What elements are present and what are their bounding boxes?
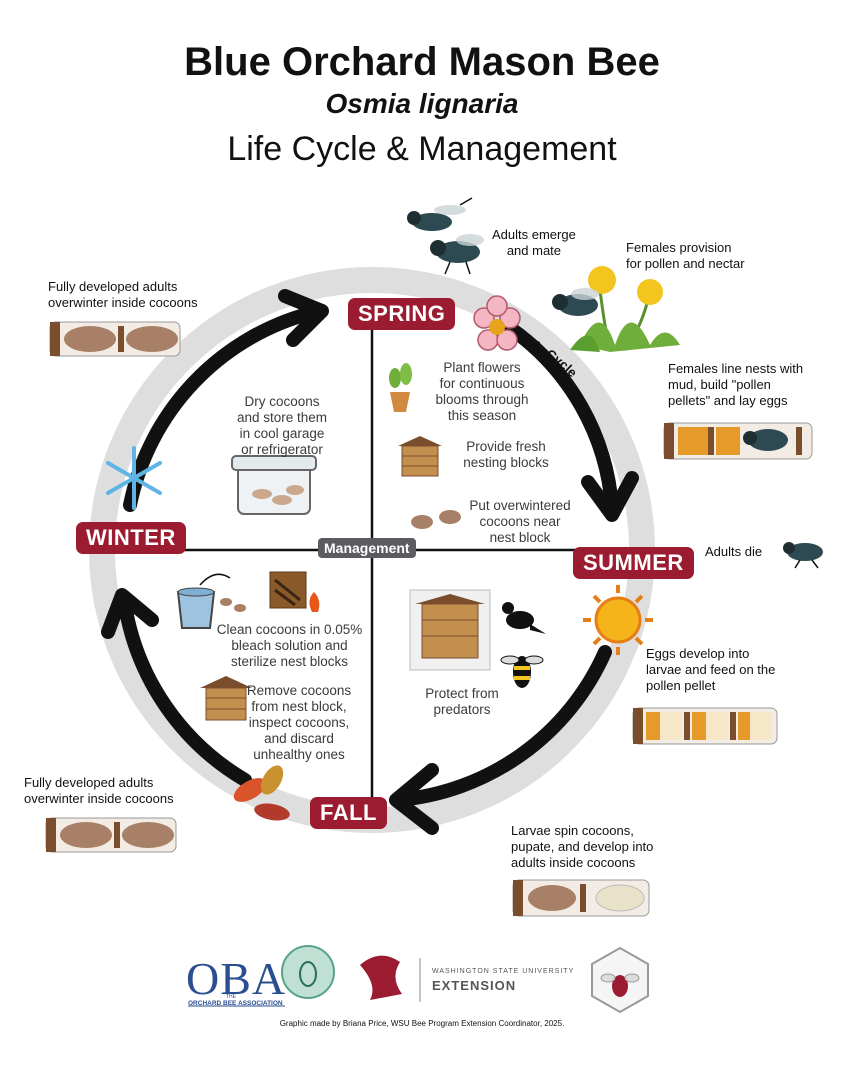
wsu-bee-program-logo-icon: [591, 946, 649, 1014]
scientific-name: Osmia lignaria: [325, 88, 519, 119]
arrow-fall-to-winter: [118, 598, 252, 787]
season-badge-winter: WINTER: [76, 522, 186, 554]
emerge-text: Adults emerge and mate: [492, 227, 576, 258]
remove-cocoons-text: Remove cocoons from nest block, inspect …: [246, 683, 352, 762]
credit-text: Graphic made by Briana Price, WSU Bee Pr…: [279, 1019, 565, 1028]
line-nests-text: Females line nests with mud, build "poll…: [668, 361, 804, 408]
put-cocoons-text: Put overwintered cocoons near nest block: [469, 498, 571, 545]
oba-logo-icon: [281, 945, 335, 999]
wasp-icon: [500, 655, 544, 688]
nest-tube-pupa-icon: [512, 879, 650, 917]
season-badge-summer: SUMMER: [573, 547, 694, 579]
bee-flying-icon: [407, 197, 473, 231]
eggs-develop-text: Eggs develop into larvae and feed on the…: [646, 646, 776, 693]
mesh-nest-box-icon: [409, 589, 491, 671]
potted-plant-icon: [389, 363, 412, 412]
dandelion-icon: [570, 266, 680, 352]
snowflake-icon: [106, 446, 162, 510]
protect-text: Protect from predators: [425, 686, 499, 717]
arrow-spring-to-summer: [503, 321, 619, 515]
oba-logo-small: THE: [226, 994, 236, 1000]
adults-die-text: Adults die: [705, 544, 763, 559]
plant-flowers-text: Plant flowers for continuous blooms thro…: [435, 360, 529, 423]
oba-logo-text: OBA: [186, 953, 287, 1004]
nest-box-fall-icon: [200, 676, 252, 721]
arrow-head-winter: [101, 588, 159, 639]
season-badge-spring: SPRING: [348, 298, 456, 330]
nest-box-spring-icon: [398, 436, 442, 477]
bee-mating-icon: [430, 234, 484, 275]
bucket-icon: [176, 573, 246, 629]
page-title: Blue Orchard Mason Bee: [184, 40, 660, 84]
page-subtitle: Life Cycle & Management: [227, 130, 617, 168]
sterilize-block-icon: [269, 571, 320, 612]
arrow-head-spring: [278, 289, 329, 347]
clean-cocoons-text: Clean cocoons in 0.05% bleach solution a…: [216, 622, 363, 669]
season-badge-fall: FALL: [310, 797, 387, 829]
bee-on-flower-icon: [552, 288, 599, 316]
nest-tube-larvae-icon: [632, 707, 778, 745]
dead-bee-icon: [783, 542, 823, 569]
overwinter-winter-text: Fully developed adults overwinter inside…: [48, 279, 198, 310]
pink-flower-icon: [473, 295, 521, 351]
arrow-winter-to-spring: [123, 305, 322, 512]
wsu-cougar-logo-icon: [360, 955, 402, 1000]
sun-icon: [583, 585, 653, 655]
cocoons-icon: [411, 510, 461, 529]
wsu-logo-top: WASHINGTON STATE UNIVERSITY: [432, 968, 575, 975]
arrow-summer-to-fall: [391, 645, 612, 807]
wsu-logo-bottom: EXTENSION: [432, 978, 517, 993]
nest-tube-cocoons-fall-icon: [45, 817, 177, 853]
storage-container-icon: [231, 455, 317, 515]
management-label: Management: [318, 538, 416, 558]
spin-cocoons-text: Larvae spin cocoons, pupate, and develop…: [511, 823, 654, 870]
arrow-head-fall: [389, 763, 439, 835]
bird-icon: [502, 602, 546, 634]
nest-tube-provision-icon: [663, 422, 813, 460]
nesting-blocks-text: Provide fresh nesting blocks: [463, 439, 549, 470]
overwinter-fall-text: Fully developed adults overwinter inside…: [24, 775, 174, 806]
provision-text: Females provision for pollen and nectar: [626, 240, 745, 271]
oba-logo-name: ORCHARD BEE ASSOCIATION: [188, 1000, 283, 1007]
arrow-head-summer: [581, 471, 639, 522]
dry-cocoons-text: Dry cocoons and store them in cool garag…: [236, 394, 328, 457]
autumn-leaves-icon: [233, 765, 290, 821]
nest-tube-cocoons-winter-icon: [49, 321, 181, 357]
